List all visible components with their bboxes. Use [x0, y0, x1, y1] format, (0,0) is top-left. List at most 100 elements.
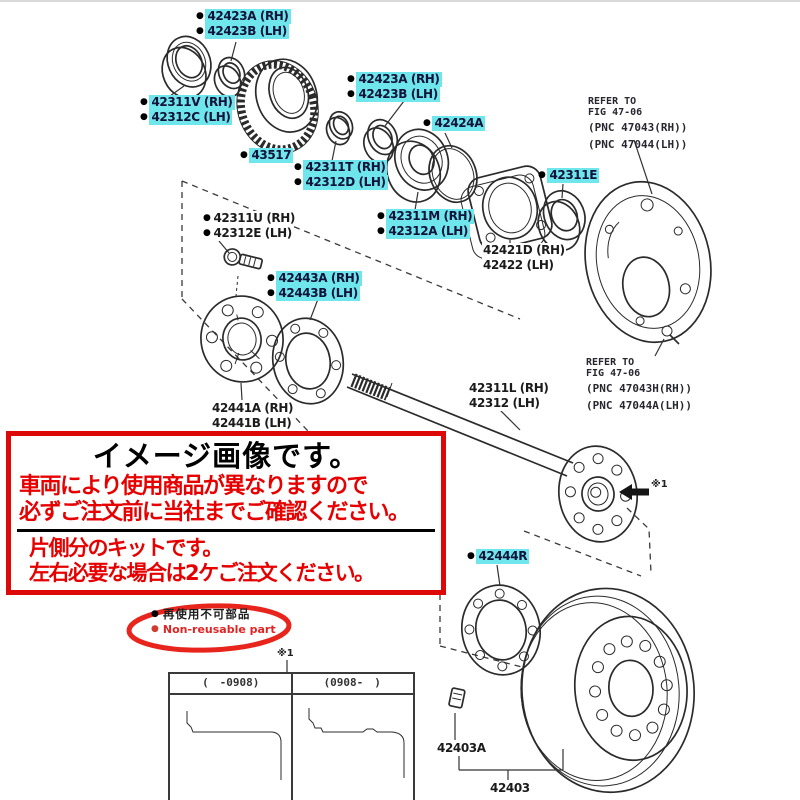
part-number: 42312A (LH) [386, 224, 470, 239]
part-number: 42312D (LH) [303, 175, 388, 190]
part-number: 42312C (LH) [149, 110, 233, 125]
refer-line: FIG 47-06 [588, 107, 643, 118]
top-border-line [0, 0, 800, 2]
oil-seal-42311v-drawing [161, 35, 212, 99]
profile-early-drawing [186, 711, 282, 780]
pnc-line: (PNC 47043H(RH)) [586, 382, 692, 395]
non-reusable-legend: ●再使用不可部品 ●Non-reusable part [151, 606, 276, 637]
bullet-icon: ● [203, 213, 211, 223]
bullet-icon: ● [267, 288, 275, 298]
part-label-42443a: ●42443A (RH) ●42443B (LH) [267, 271, 362, 301]
table-column-divider [291, 674, 293, 800]
bullet-icon: ● [196, 11, 204, 21]
notice-title: イメージ画像です。 [92, 439, 360, 473]
part-number: 42403A [436, 741, 487, 756]
part-number: 42311U (RH) [212, 211, 296, 226]
table-profile-drawings [186, 708, 405, 780]
part-number: 43517 [249, 148, 294, 163]
part-label-42403: 42403 [489, 781, 531, 796]
part-number: 42444R [476, 549, 530, 564]
part-number: 42423A (RH) [356, 72, 442, 87]
pnc-line: (PNC 47044A(LH)) [586, 399, 692, 412]
pin-drawing [661, 325, 680, 345]
part-number: 42311E [547, 168, 599, 183]
bullet-icon: ● [151, 624, 159, 634]
non-reusable-legend-ellipse [126, 603, 292, 653]
bullet-icon: ● [347, 89, 355, 99]
snap-ring-42424a-drawing [428, 144, 478, 204]
part-number: 42423B (LH) [205, 24, 289, 39]
leader-lines [169, 41, 665, 780]
refer-line: REFER TO [588, 96, 637, 107]
part-number: 42311T (RH) [303, 160, 388, 175]
legend-text-en: Non-reusable part [162, 623, 276, 636]
bearing-42311m-drawing [385, 128, 450, 203]
seal-42311e-drawing [537, 189, 586, 252]
footnote-marker-axle: ※1 [651, 479, 668, 490]
part-number: 42421D (RH) [482, 243, 566, 258]
part-label-42311u: ●42311U (RH) ●42312E (LH) [203, 211, 296, 241]
part-number: 42311M (RH) [386, 209, 475, 224]
table-header-right: (0908- ) [323, 676, 381, 689]
bullet-icon: ● [267, 273, 275, 283]
notice-warning-line-2: 必ずご注文前に当社までご確認ください。 [19, 500, 410, 525]
bullet-icon: ● [377, 226, 385, 236]
part-label-42403a: 42403A [436, 741, 487, 756]
part-label-42441a: 42441A (RH) 42441B (LH) [211, 401, 295, 431]
legend-text-jp: 再使用不可部品 [162, 607, 251, 621]
part-number: 42312E (LH) [212, 226, 293, 241]
part-number: 42423B (LH) [356, 87, 440, 102]
notice-kit-line-1: 片側分のキットです。 [29, 536, 223, 560]
bullet-icon: ● [240, 150, 248, 160]
part-number: 42403 [489, 781, 531, 796]
bullet-icon: ● [140, 97, 148, 107]
bullet-icon: ● [467, 551, 475, 561]
profile-late-drawing [308, 708, 405, 778]
notice-divider [17, 529, 435, 532]
bullet-icon: ● [538, 170, 546, 180]
part-label-42444r: ●42444R [467, 549, 530, 564]
part-label-42311v: ●42311V (RH) ●42312C (LH) [140, 95, 235, 125]
notice-kit-line-2: 左右必要な場合は2ケご注文ください。 [29, 561, 375, 585]
pnc-line: (PNC 47043(RH)) [588, 121, 688, 134]
bullet-icon: ● [140, 112, 148, 122]
bullet-icon: ● [294, 162, 302, 172]
ring-42311t-drawing [325, 110, 354, 146]
part-label-42423a-pair-1: ●42423A (RH) ●42423B (LH) [196, 9, 291, 39]
part-label-43517: ●43517 [240, 148, 294, 163]
bullet-icon: ● [151, 608, 159, 619]
part-label-42424a: ●42424A [423, 116, 486, 131]
pnc-line: (PNC 47044(LH)) [588, 138, 688, 151]
part-number: 42422 (LH) [482, 258, 555, 273]
brake-drum-drawing [520, 587, 695, 794]
part-number: 42423A (RH) [205, 9, 291, 24]
part-label-42311m: ●42311M (RH) ●42312A (LH) [377, 209, 475, 239]
clip-42403a-drawing [448, 687, 466, 709]
axle-flange-drawing [557, 445, 639, 543]
variant-comparison-table: ( -0908) (0908- ) [168, 672, 415, 800]
part-label-42423a-pair-2: ●42423A (RH) ●42423B (LH) [347, 72, 442, 102]
bullet-icon: ● [203, 228, 211, 238]
part-number: 42311L (RH) [468, 381, 550, 396]
axle-shaft-drawing [346, 373, 574, 477]
bullet-icon: ● [423, 118, 431, 128]
gear-43517-drawing [236, 58, 319, 154]
part-label-42311e: ●42311E [538, 168, 599, 183]
part-number: 42443B (LH) [276, 286, 360, 301]
part-number: 42424A [432, 116, 486, 131]
backing-plate-drawing [584, 180, 712, 344]
washer-42423a-left-drawing [213, 56, 246, 98]
part-label-42421d: 42421D (RH) 42422 (LH) [482, 243, 566, 273]
footnote-marker-table: ※1 [277, 648, 294, 659]
refer-note-upper: REFER TO FIG 47-06 (PNC 47043(RH)) (PNC … [588, 96, 687, 152]
refer-line: REFER TO [586, 357, 635, 368]
hub-bolt-drawing [223, 248, 263, 270]
notice-warning-line-1: 車両により使用商品が異なりますので [19, 474, 369, 499]
part-number: 42311V (RH) [149, 95, 235, 110]
part-label-42311l: 42311L (RH) 42312 (LH) [468, 381, 550, 411]
footnote-arrow-icon [619, 484, 649, 500]
bolt-axis-dashed [235, 275, 239, 297]
notice-box: イメージ画像です。 車両により使用商品が異なりますので 必ずご注文前に当社までご… [6, 431, 446, 595]
refer-line: FIG 47-06 [586, 368, 641, 379]
